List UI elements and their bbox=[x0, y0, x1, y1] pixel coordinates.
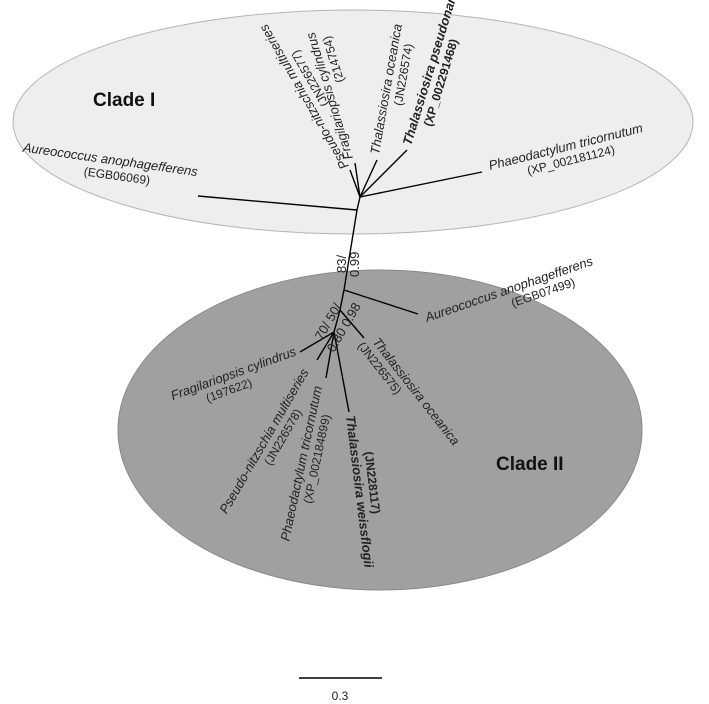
branch-c1-aureococcus bbox=[197, 195, 358, 211]
branch-c1-pseudo-nitzschia bbox=[349, 169, 361, 198]
branch-c1-thal-oceanica bbox=[359, 159, 378, 198]
scale-bar-label: 0.3 bbox=[332, 689, 349, 703]
branch-c1-thal-pseudonana bbox=[359, 149, 408, 198]
branch-c2-thal-oceanica bbox=[339, 309, 365, 339]
branch-c2-inner-node bbox=[333, 309, 341, 333]
clade-1-ellipse bbox=[12, 9, 694, 235]
branch-c1-fragilariopsis bbox=[354, 162, 361, 198]
branch-c2-aureococcus bbox=[343, 289, 419, 315]
clade-2-label: Clade II bbox=[496, 454, 564, 475]
support-main-bootstrap: 83/ bbox=[334, 255, 349, 273]
branch-c2-fragilariopsis bbox=[299, 331, 335, 353]
clade-1-label: Clade I bbox=[93, 90, 155, 111]
support-main-posterior: 0.99 bbox=[347, 252, 362, 277]
branch-c2-thal-weissflogii bbox=[333, 331, 350, 413]
backbone-branch bbox=[343, 209, 358, 291]
branch-c2-pseudo-nitzschia bbox=[316, 331, 335, 361]
branch-c2-phaeodactylum bbox=[325, 331, 335, 379]
clade-2-ellipse bbox=[117, 269, 643, 591]
tree-branches bbox=[197, 149, 483, 413]
branch-c2-node bbox=[339, 289, 345, 311]
branch-c1-node bbox=[356, 196, 361, 211]
branch-c1-phaeodactylum bbox=[359, 171, 483, 198]
